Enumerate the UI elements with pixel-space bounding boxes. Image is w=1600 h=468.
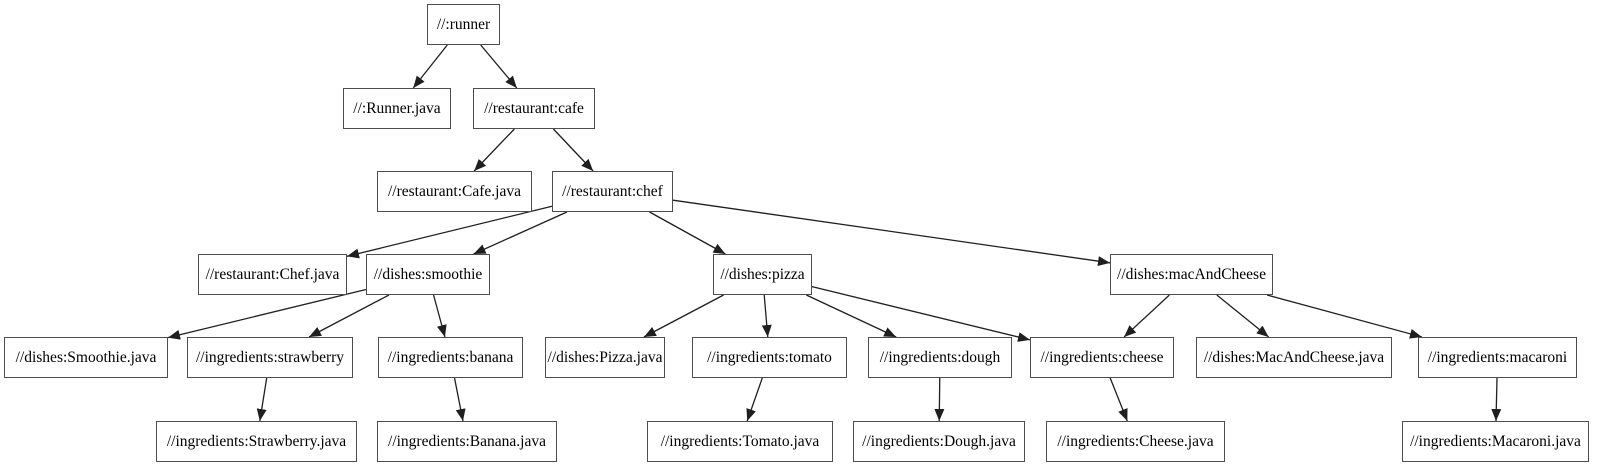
edge-smoothie-to-strawberry <box>308 294 390 338</box>
node-cafe: //restaurant:cafe <box>473 88 595 129</box>
node-chef_java: //restaurant:Chef.java <box>198 254 347 295</box>
node-banana_java: //ingredients:Banana.java <box>377 421 557 462</box>
node-cheese_java: //ingredients:Cheese.java <box>1046 421 1225 462</box>
edge-pizza-to-tomato <box>761 294 772 338</box>
node-banana: //ingredients:banana <box>378 337 523 378</box>
edge-macandcheese-to-cheese <box>1123 294 1170 338</box>
node-macaroni_java: //ingredients:Macaroni.java <box>1402 421 1589 462</box>
edge-strawberry-to-strawberry_java <box>256 377 268 422</box>
node-smoothie: //dishes:smoothie <box>366 254 490 295</box>
edge-runner-to-cafe <box>480 44 518 89</box>
edge-banana-to-banana_java <box>453 377 466 422</box>
edge-cheese-to-cheese_java <box>1109 377 1128 422</box>
node-chef: //restaurant:chef <box>552 171 673 212</box>
node-dough_java: //ingredients:Dough.java <box>853 421 1025 462</box>
edge-smoothie-to-smoothie_java <box>167 288 367 340</box>
node-runner: //:runner <box>427 4 500 45</box>
node-tomato_java: //ingredients:Tomato.java <box>647 421 833 462</box>
node-macandcheese: //dishes:macAndCheese <box>1110 254 1273 295</box>
node-pizza: //dishes:pizza <box>713 254 812 295</box>
edge-pizza-to-dough <box>806 294 897 338</box>
edge-tomato-to-tomato_java <box>746 377 763 422</box>
node-runner_java: //:Runner.java <box>343 88 451 129</box>
edge-chef-to-smoothie <box>473 211 568 255</box>
node-smoothie_java: //dishes:Smoothie.java <box>4 337 168 378</box>
node-dough: //ingredients:dough <box>868 337 1012 378</box>
edge-pizza-to-cheese <box>811 285 1031 342</box>
edge-smoothie-to-banana <box>432 294 447 338</box>
node-pizza_java: //dishes:Pizza.java <box>545 337 665 378</box>
edge-pizza-to-pizza_java <box>643 294 724 338</box>
edge-dough-to-dough_java <box>934 377 945 422</box>
node-macandcheese_java: //dishes:MacAndCheese.java <box>1196 337 1392 378</box>
edge-cafe-to-cafe_java <box>473 128 515 172</box>
node-cheese: //ingredients:cheese <box>1030 337 1174 378</box>
node-strawberry: //ingredients:strawberry <box>187 337 353 378</box>
node-macaroni: //ingredients:macaroni <box>1418 337 1577 378</box>
edge-macandcheese-to-macaroni <box>1266 294 1423 339</box>
edge-chef-to-pizza <box>649 211 726 255</box>
edge-runner-to-runner_java <box>412 44 448 89</box>
node-strawberry_java: //ingredients:Strawberry.java <box>156 421 357 462</box>
edge-macandcheese-to-macandcheese_java <box>1216 294 1270 338</box>
node-tomato: //ingredients:tomato <box>692 337 847 378</box>
edge-macaroni-to-macaroni_java <box>1491 377 1502 422</box>
edge-chef-to-chef_java <box>346 205 553 259</box>
edge-cafe-to-chef <box>552 128 594 172</box>
node-cafe_java: //restaurant:Cafe.java <box>377 171 532 212</box>
